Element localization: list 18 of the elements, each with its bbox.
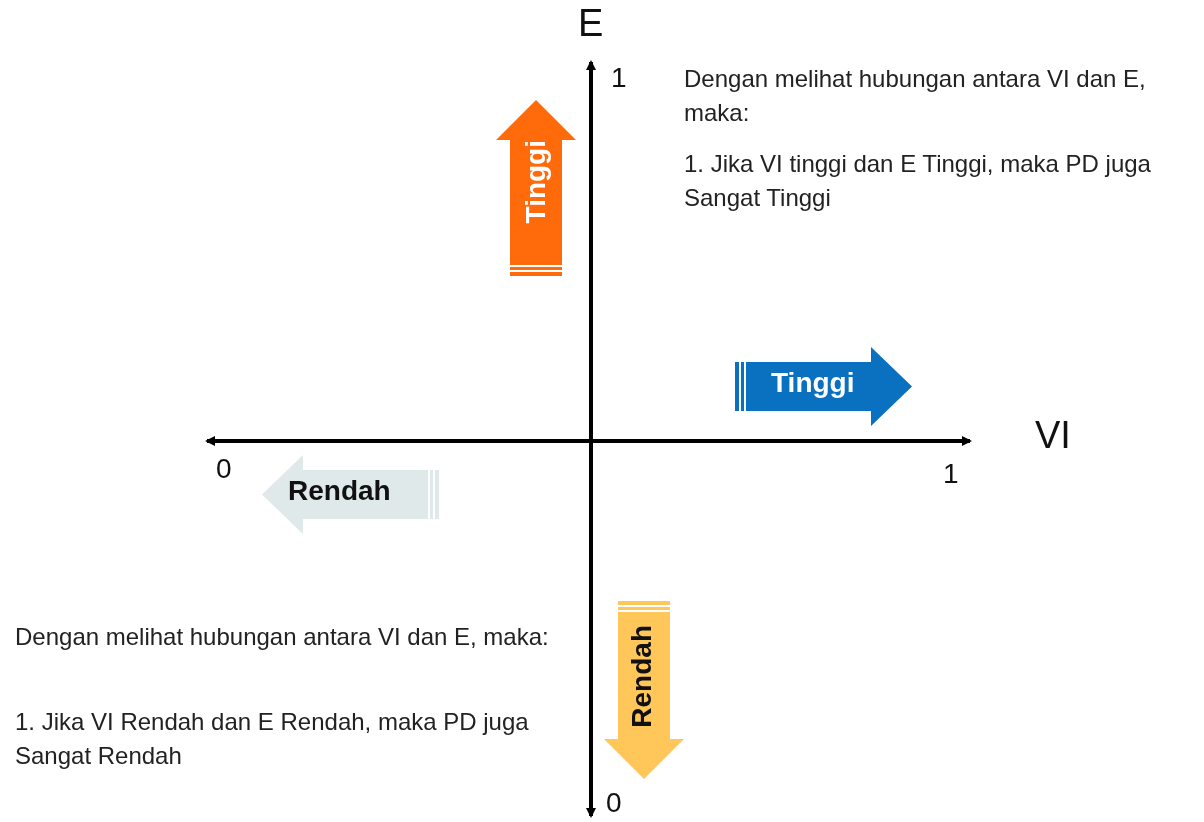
axis-label: VI	[1035, 414, 1071, 457]
note-text: 1. Jika VI tinggi dan E Tinggi, maka PD juga Sangat Tinggi	[684, 149, 1152, 213]
axis-tick-label: 1	[611, 62, 627, 94]
block-arrow	[735, 347, 912, 426]
arrow-label: Tinggi	[771, 369, 855, 397]
block-arrow	[496, 100, 576, 276]
axis-tick-label: 0	[216, 453, 232, 485]
axis-tick-label: 1	[943, 458, 959, 490]
block-arrow	[262, 455, 439, 534]
note-text: 1. Jika VI Rendah dan E Rendah, maka PD juga Sangat Rendah	[15, 707, 530, 771]
axis-tick-label: 0	[606, 787, 622, 819]
arrow-label: Rendah	[628, 625, 656, 728]
arrow-label: Tinggi	[522, 140, 550, 224]
arrow-label: Rendah	[288, 477, 391, 505]
axis-label: E	[578, 2, 604, 45]
note-text: Dengan melihat hubungan antara VI dan E, maka:	[15, 622, 550, 652]
note-text: Dengan melihat hubungan antara VI dan E, maka:	[684, 64, 1147, 128]
block-arrow	[604, 601, 684, 779]
